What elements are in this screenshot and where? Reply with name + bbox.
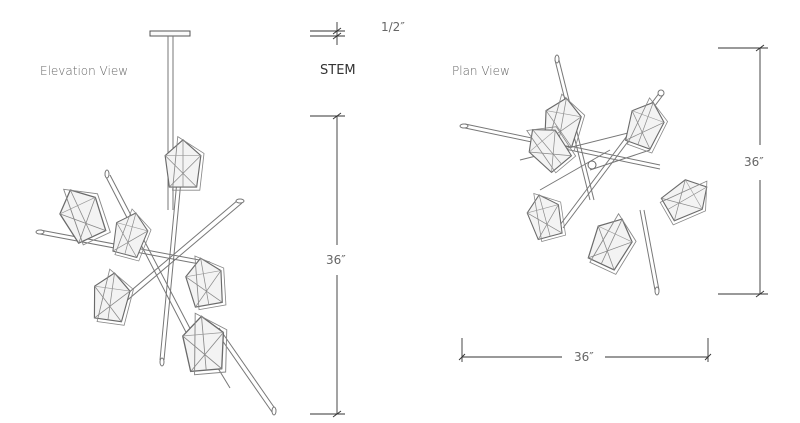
- plan-hub: [587, 160, 597, 170]
- stem-dimension-line: [310, 22, 345, 45]
- plan-rod-tips: [459, 54, 665, 296]
- elevation-height-dimension-line: [310, 112, 345, 418]
- shade-5: [89, 266, 137, 327]
- plan-view-label: Plan View: [452, 64, 510, 78]
- stem-dimension-value: 1/2″: [381, 20, 405, 34]
- plan-height-value: 36″: [744, 155, 764, 169]
- elevation-view-label: Elevation View: [40, 64, 129, 78]
- plan-shade-3: [620, 93, 674, 155]
- shade-3: [107, 205, 156, 263]
- plan-shade-4: [656, 170, 720, 229]
- rod-tips: [35, 169, 277, 416]
- plan-arm-rods: [464, 59, 664, 291]
- plan-width-value: 36″: [574, 350, 594, 364]
- plan-shade-5: [522, 186, 570, 244]
- plan-width-dimension-line: [458, 338, 712, 362]
- plan-view-drawing: [459, 54, 720, 296]
- elevation-view-drawing: [35, 30, 277, 416]
- shade-4: [181, 250, 231, 312]
- shade-6: [180, 309, 232, 377]
- plan-height-dimension-line: [718, 44, 768, 298]
- plan-shade-6: [582, 207, 645, 277]
- elevation-height-value: 36″: [326, 253, 346, 267]
- stem-label: STEM: [320, 63, 356, 78]
- shade-1: [164, 136, 205, 191]
- canopy: [149, 30, 191, 37]
